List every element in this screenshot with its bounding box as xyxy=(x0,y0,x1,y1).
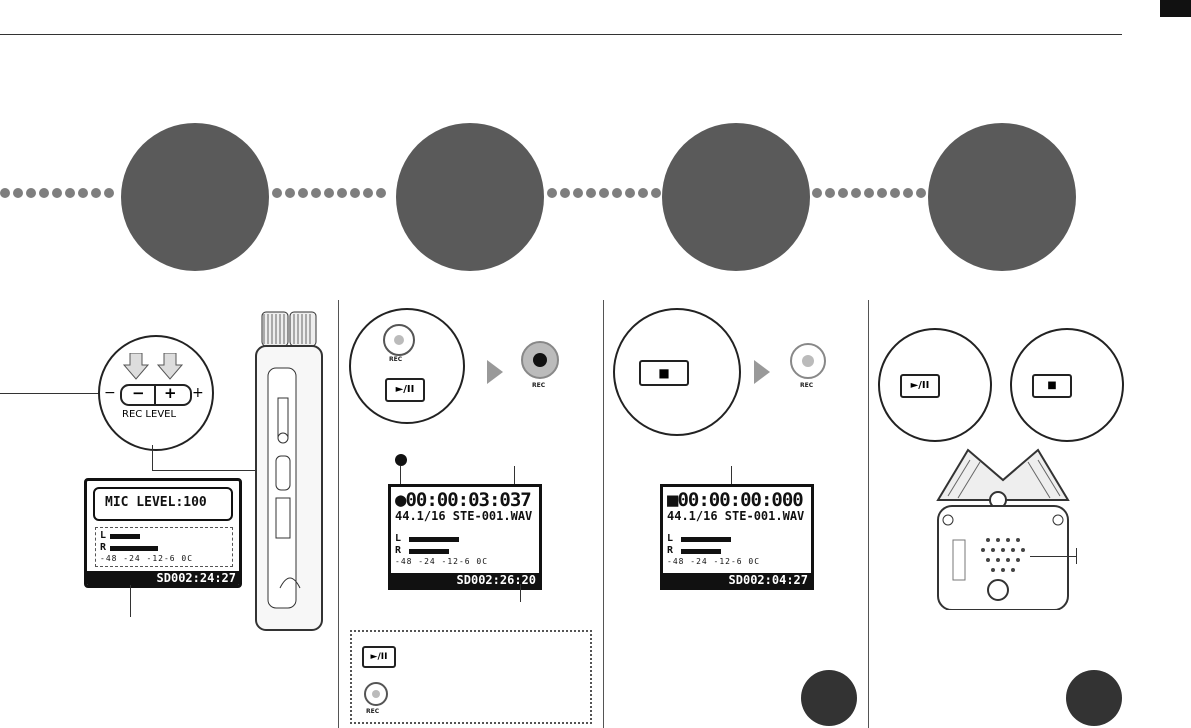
recorder-back-illustration xyxy=(936,448,1070,610)
rec-level-down-button[interactable]: − xyxy=(132,384,145,402)
rec-level-rocker[interactable]: − + xyxy=(120,384,192,406)
lcd-time: ●00:00:03:037 xyxy=(395,489,532,511)
column-divider xyxy=(338,300,339,728)
recording-indicator-icon xyxy=(395,454,407,466)
callout-line xyxy=(1076,548,1077,564)
meter-l-bar xyxy=(409,537,459,542)
rec-button-icon xyxy=(364,682,388,706)
step-connector-dots xyxy=(547,188,661,200)
step-connector-dots xyxy=(0,188,114,200)
meter-l-label: L xyxy=(100,530,107,541)
rec-icon-label: REC xyxy=(366,708,380,715)
rec-level-zoom-circle: − + − + REC LEVEL xyxy=(98,335,214,451)
level-meter-area: L R -48 -24 -12-6 0C xyxy=(95,527,233,567)
meter-r-label: R xyxy=(667,545,674,556)
meter-r-bar xyxy=(681,549,721,554)
meter-l-label: L xyxy=(395,533,402,544)
rec-button-label: REC xyxy=(389,356,403,363)
step-3-circle xyxy=(662,123,810,271)
column-divider xyxy=(603,300,604,728)
step1-lcd-screen: MIC LEVEL:100 L R -48 -24 -12-6 0C SD002… xyxy=(84,478,242,588)
step-4-circle xyxy=(928,123,1076,271)
stop-zoom-circle: ■ xyxy=(613,308,741,436)
meter-scale: -48 -24 -12-6 0C xyxy=(395,557,489,566)
step-connector-dots xyxy=(272,188,386,200)
stop-zoom-circle-2: ■ xyxy=(1010,328,1124,442)
meter-r-bar xyxy=(409,549,449,554)
callout-line xyxy=(1030,556,1076,557)
rec-button-unlit xyxy=(790,343,826,379)
play-pause-button-icon: ►/II xyxy=(362,646,396,668)
callout-line xyxy=(130,585,131,617)
meter-l-bar xyxy=(681,537,731,542)
plus-sign: + xyxy=(192,385,204,401)
next-arrow-icon xyxy=(754,360,770,384)
stop-button[interactable]: ■ xyxy=(639,360,689,386)
callout-line xyxy=(400,466,401,484)
play-pause-button[interactable]: ►/II xyxy=(900,374,940,398)
lcd-time: ■00:00:00:000 xyxy=(667,489,804,511)
rec-play-zoom-circle: REC ►/II xyxy=(349,308,465,424)
press-arrows-icon xyxy=(122,353,184,380)
callout-line xyxy=(152,445,153,471)
mic-level-text: MIC LEVEL:100 xyxy=(105,495,207,510)
lcd-file: 44.1/16 STE-001.WAV xyxy=(395,509,533,523)
page-marker-circle xyxy=(801,670,857,726)
remaining-time-bar: SD002:04:27 xyxy=(663,573,811,587)
play-pause-button[interactable]: ►/II xyxy=(385,378,425,402)
rec-button-lit xyxy=(521,341,559,379)
recorder-side-illustration xyxy=(255,311,323,631)
callout-line xyxy=(152,470,276,471)
rec-level-up-button[interactable]: + xyxy=(164,384,177,402)
lcd-file: 44.1/16 STE-001.WAV xyxy=(667,509,805,523)
page-marker-circle xyxy=(1066,670,1122,726)
header-rule xyxy=(0,34,1122,35)
meter-l-bar xyxy=(110,534,140,539)
meter-r-label: R xyxy=(100,542,107,553)
meter-scale: -48 -24 -12-6 0C xyxy=(100,554,194,563)
step-2-circle xyxy=(396,123,544,271)
mic-level-popup: MIC LEVEL:100 xyxy=(93,487,233,521)
column-divider xyxy=(868,300,869,728)
stop-button[interactable]: ■ xyxy=(1032,374,1072,398)
meter-l-label: L xyxy=(667,533,674,544)
note-box: ►/II REC xyxy=(350,630,592,724)
rec-level-label: REC LEVEL xyxy=(122,409,177,420)
callout-line xyxy=(0,393,100,394)
callout-line xyxy=(520,584,521,602)
play-zoom-circle: ►/II xyxy=(878,328,992,442)
step3-lcd-screen: ■00:00:00:000 44.1/16 STE-001.WAV L R -4… xyxy=(660,484,814,590)
minus-sign: − xyxy=(104,385,116,401)
step2-lcd-screen: ●00:00:03:037 44.1/16 STE-001.WAV L R -4… xyxy=(388,484,542,590)
meter-r-label: R xyxy=(395,545,402,556)
step-connector-dots xyxy=(812,188,926,200)
callout-line xyxy=(514,466,515,484)
remaining-time-bar: SD002:24:27 xyxy=(87,571,239,585)
remaining-time-bar: SD002:26:20 xyxy=(391,573,539,587)
rec-lit-label: REC xyxy=(532,382,546,389)
step-1-circle xyxy=(121,123,269,271)
chapter-tab xyxy=(1160,0,1191,17)
callout-line xyxy=(731,466,732,484)
rec-button[interactable] xyxy=(383,324,415,356)
meter-r-bar xyxy=(110,546,158,551)
meter-scale: -48 -24 -12-6 0C xyxy=(667,557,761,566)
rec-unlit-label: REC xyxy=(800,382,814,389)
next-arrow-icon xyxy=(487,360,503,384)
